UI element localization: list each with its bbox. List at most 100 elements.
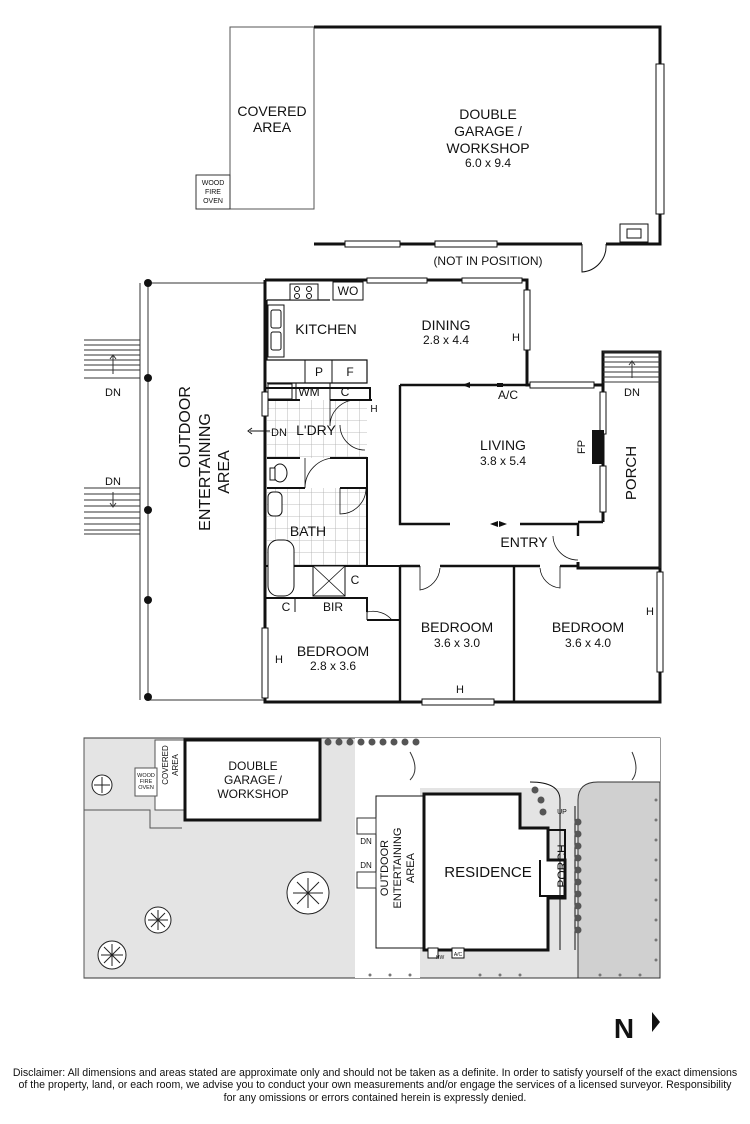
heater-label: H (646, 606, 654, 618)
site-covered-area (154, 739, 186, 811)
ac-unit (497, 383, 503, 387)
ac-label: A/C (498, 388, 518, 402)
entry-label: ENTRY (500, 534, 548, 550)
not-in-position-note: (NOT IN POSITION) (433, 254, 542, 268)
site-garage-label: DOUBLE (228, 759, 277, 773)
cooktop-icon (289, 283, 319, 301)
window (461, 277, 523, 284)
sink-bowl (270, 331, 282, 351)
washing-machine-label: WM (298, 385, 319, 399)
site-fence-dots (368, 798, 658, 977)
bath-walls (267, 457, 368, 566)
fridge-label: F (346, 365, 353, 379)
disclaimer: Disclaimer: All dimensions and areas sta… (10, 1067, 740, 1104)
bath-door-swing (339, 487, 367, 515)
laundry-walls (265, 387, 372, 401)
sink-bowl (270, 309, 282, 329)
site-wfo-label: FIRE (140, 779, 153, 785)
site-porch (539, 829, 566, 897)
pantry-label: P (315, 365, 323, 379)
covered-area-outline (229, 26, 315, 210)
laundry-tub-icon (267, 383, 293, 400)
site-residence-label: RESIDENCE (444, 864, 532, 881)
outdoor-area-label: ENTERTAINING (197, 413, 214, 531)
laundry-floor-tiles (267, 400, 367, 458)
window (261, 391, 269, 417)
site-down-label: DN (360, 837, 372, 846)
wood-fire-oven-label: WOOD (202, 180, 225, 187)
down-label: DN (624, 387, 640, 399)
heater-label: H (370, 404, 377, 415)
house-plan (84, 277, 664, 706)
deck-post (144, 596, 152, 604)
north-compass: N (614, 1012, 660, 1044)
site-ac-label: A/C (454, 952, 463, 958)
garage-dimension: 6.0 x 9.4 (465, 156, 511, 170)
site-hedge-row (324, 738, 582, 934)
heater-label: H (456, 684, 464, 696)
disclaimer-line: for any omissions or errors contained he… (223, 1091, 527, 1104)
site-bush (631, 751, 637, 781)
site-front-strip (420, 738, 660, 788)
down-label: DN (105, 476, 121, 488)
outdoor-area-label: OUTDOOR (177, 386, 194, 468)
deck-stairs-upper (84, 339, 141, 379)
bedroom1-door-swing (366, 610, 393, 621)
laundry-label: L'DRY (296, 422, 336, 438)
bedroom-3-label: BEDROOM (552, 619, 624, 635)
window (523, 289, 531, 351)
deck-stairs-lower (84, 487, 141, 535)
cupboard-label: C (282, 600, 291, 614)
wall-oven-label: WO (338, 284, 359, 298)
down-label: DN (105, 387, 121, 399)
deck-post (144, 693, 152, 701)
tree-icon (91, 774, 113, 796)
room-labels: COVERED AREA DOUBLE GARAGE / WORKSHOP 6.… (105, 103, 654, 696)
pantry-fridge-dividers (304, 360, 333, 383)
site-up-label: UP (557, 809, 567, 816)
garage-label: WORKSHOP (446, 140, 529, 156)
site-wood-fire-oven (134, 767, 158, 797)
fireplace-label: FP (576, 440, 588, 454)
site-stairs (356, 871, 377, 889)
site-plan (83, 737, 661, 979)
porch-stairs (603, 351, 660, 383)
site-covered-label: AREA (171, 753, 180, 775)
bath-vanity-icon (267, 491, 283, 517)
bedroom-2-dimension: 3.6 x 3.0 (434, 636, 480, 650)
dining-dimension: 2.8 x 4.4 (423, 333, 469, 347)
site-porch-label: PORCH (555, 844, 569, 887)
garage-sink (619, 223, 649, 243)
site-wfo-label: WOOD (137, 773, 155, 779)
bedroom-walls (398, 564, 578, 702)
disclaimer-line: Disclaimer: All dimensions and areas sta… (12, 1067, 738, 1079)
wood-fire-oven-label: OVEN (203, 198, 223, 205)
deck-post (144, 279, 152, 287)
living-label: LIVING (480, 437, 526, 453)
site-garage-label: GARAGE / (224, 773, 283, 787)
bath-label: BATH (290, 523, 326, 539)
cupboard-label: C (341, 385, 350, 399)
wood-fire-oven-label: FIRE (205, 189, 221, 196)
down-label: DN (271, 427, 287, 439)
site-garden-bed (529, 781, 561, 950)
window (421, 698, 495, 706)
garage-sink-basin (626, 228, 642, 239)
porch-label: PORCH (623, 446, 640, 500)
site-fence (83, 738, 182, 978)
living-dimension: 3.8 x 5.4 (480, 454, 526, 468)
site-garage-label: WORKSHOP (217, 787, 288, 801)
tree-icon (286, 871, 330, 915)
shower-cross (312, 565, 346, 597)
garage-label: DOUBLE (459, 106, 517, 122)
deck-post (144, 374, 152, 382)
robe-label: BIR (323, 600, 343, 614)
site-wfo-label: OVEN (138, 785, 154, 791)
site-bush (409, 751, 416, 781)
bir-divider (294, 598, 368, 620)
site-outdoor-label: AREA (405, 852, 417, 883)
garage-window-bottom-2 (434, 240, 498, 248)
window (366, 277, 428, 284)
site-down-label: DN (360, 861, 372, 870)
